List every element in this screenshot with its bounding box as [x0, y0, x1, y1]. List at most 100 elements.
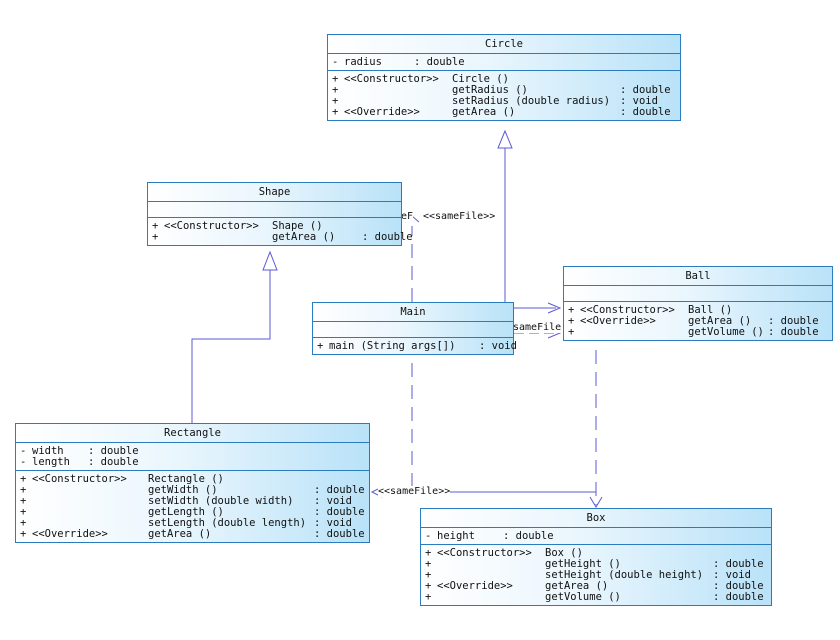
class-name: Ball	[564, 267, 832, 286]
operation-row: + getArea () : double	[152, 231, 413, 243]
operation-row: +setWidth (double width): void	[20, 496, 365, 507]
operation-stereotype: <<Constructor>>	[344, 73, 439, 85]
operations-compartment: +<<Constructor>>Circle ()+getRadius (): …	[328, 71, 680, 120]
operation-signature: Circle ()	[452, 73, 509, 85]
operation-return-type: : void	[620, 95, 658, 107]
operation-return-type: : double	[713, 558, 764, 570]
visibility-marker: -	[332, 56, 339, 68]
attributes-compartment: -height : double	[421, 528, 771, 545]
association-arrowhead-ball	[547, 302, 562, 314]
visibility-marker: +	[332, 95, 339, 107]
operation-stereotype: <<Constructor>>	[164, 220, 259, 232]
operation-signature: setWidth (double width)	[148, 495, 294, 507]
operation-signature: getArea ()	[148, 528, 212, 540]
operation-stereotype	[32, 496, 148, 507]
visibility-marker: -	[20, 456, 27, 468]
operation-signature: setLength (double length)	[148, 517, 307, 529]
operation-signature: getVolume ()	[545, 591, 621, 603]
visibility-marker: +	[20, 517, 27, 529]
attributes-compartment	[313, 322, 513, 338]
class-name: Main	[313, 303, 513, 322]
operation-stereotype	[32, 485, 148, 496]
operation-signature: getArea ()	[272, 231, 336, 243]
operation-signature: getHeight ()	[545, 558, 621, 570]
visibility-marker: +	[20, 506, 27, 518]
visibility-marker: +	[317, 340, 324, 352]
attribute-row: -width: double	[20, 446, 365, 457]
operation-return-type: : double	[713, 580, 764, 592]
operation-return-type: : double	[768, 315, 819, 327]
operation-return-type: : void	[314, 517, 352, 529]
class-circle[interactable]: Circle-radius: double+<<Constructor>>Cir…	[327, 34, 681, 121]
operation-stereotype: <<Override>>	[437, 580, 513, 592]
visibility-marker: +	[332, 106, 339, 118]
visibility-marker: +	[332, 73, 339, 85]
attribute-type: : double	[88, 456, 139, 468]
operations-compartment: +<<Constructor>>Box ()+getHeight (): dou…	[421, 545, 771, 605]
operation-stereotype	[437, 592, 545, 603]
visibility-marker: +	[20, 528, 27, 540]
operation-signature: Rectangle ()	[148, 473, 224, 485]
visibility-marker: -	[425, 530, 432, 542]
visibility-marker: +	[425, 591, 432, 603]
operation-stereotype	[164, 232, 272, 243]
attribute-row: -height : double	[425, 531, 767, 542]
visibility-marker: +	[568, 326, 575, 338]
operation-row: + getVolume () : double	[425, 592, 767, 603]
operation-stereotype: <<Override>>	[344, 106, 420, 118]
visibility-marker: +	[425, 547, 432, 559]
class-main[interactable]: Main + main (String args[]) : void	[312, 302, 517, 355]
operation-signature: getWidth ()	[148, 484, 218, 496]
operation-return-type: : double	[768, 326, 819, 338]
operation-return-type: : double	[314, 528, 365, 540]
visibility-marker: +	[568, 304, 575, 316]
operation-row: + <<Override>> getArea () : double	[332, 107, 676, 118]
visibility-marker: +	[20, 495, 27, 507]
attributes-compartment: -width: double-length : double	[16, 443, 369, 471]
class-name: Box	[421, 509, 771, 528]
operation-signature: setHeight (double height)	[545, 569, 704, 581]
attribute-name: length	[32, 456, 70, 468]
class-name: Circle	[328, 35, 680, 54]
attributes-compartment	[148, 202, 401, 218]
visibility-marker: +	[425, 569, 432, 581]
visibility-marker: +	[152, 231, 159, 243]
operation-stereotype	[437, 559, 545, 570]
visibility-marker: +	[425, 558, 432, 570]
attribute-type: : double	[88, 445, 139, 457]
operations-compartment: +<<Constructor>>Shape ()+getArea (): dou…	[148, 218, 413, 245]
generalization-arrowhead-circle	[497, 129, 513, 149]
operation-row: +<<Constructor>>Ball ()	[568, 305, 828, 316]
visibility-marker: +	[152, 220, 159, 232]
operation-return-type: : void	[479, 340, 517, 352]
class-rectangle[interactable]: Rectangle-width: double-length: double+<…	[15, 423, 370, 543]
operation-row: +setRadius (double radius): void	[332, 96, 676, 107]
operation-signature: getVolume ()	[688, 326, 764, 338]
operation-return-type: : double	[362, 231, 413, 243]
class-box[interactable]: Box-height: double+<<Constructor>>Box ()…	[420, 508, 772, 606]
operation-signature: Ball ()	[688, 304, 733, 316]
operations-compartment: +<<Constructor>>Ball ()+<<Override>>getA…	[564, 302, 832, 340]
operation-signature: main (String args[])	[329, 340, 456, 352]
class-name: Rectangle	[16, 424, 369, 443]
operation-row: +setHeight (double height): void	[425, 570, 767, 581]
operation-return-type: : double	[314, 506, 365, 518]
operation-signature: getArea ()	[452, 106, 516, 118]
operation-row: +<<Constructor>>Shape ()	[152, 221, 397, 232]
attribute-name: height	[437, 530, 475, 542]
visibility-marker: +	[332, 84, 339, 96]
operation-signature: getArea ()	[545, 580, 609, 592]
operation-stereotype: <<Constructor>>	[437, 547, 532, 559]
edge-label-samefile-rectangle: <<sameFile>>	[378, 486, 451, 497]
class-shape[interactable]: Shape+<<Constructor>>Shape ()+getArea ()…	[147, 182, 413, 246]
visibility-marker: -	[20, 445, 27, 457]
attribute-type: : double	[503, 530, 554, 542]
operation-return-type: : double	[314, 484, 365, 496]
operation-return-type: : double	[620, 106, 671, 118]
operation-row: +<<Override>>getArea (): double	[20, 529, 365, 540]
operations-compartment: + main (String args[]) : void	[313, 338, 517, 354]
operation-row: + getVolume () : double	[568, 327, 828, 338]
edge-label-samefile-clipped: eF	[401, 211, 414, 222]
class-ball[interactable]: Ball+<<Constructor>>Ball ()+<<Override>>…	[563, 266, 833, 341]
operation-return-type: : double	[713, 591, 764, 603]
